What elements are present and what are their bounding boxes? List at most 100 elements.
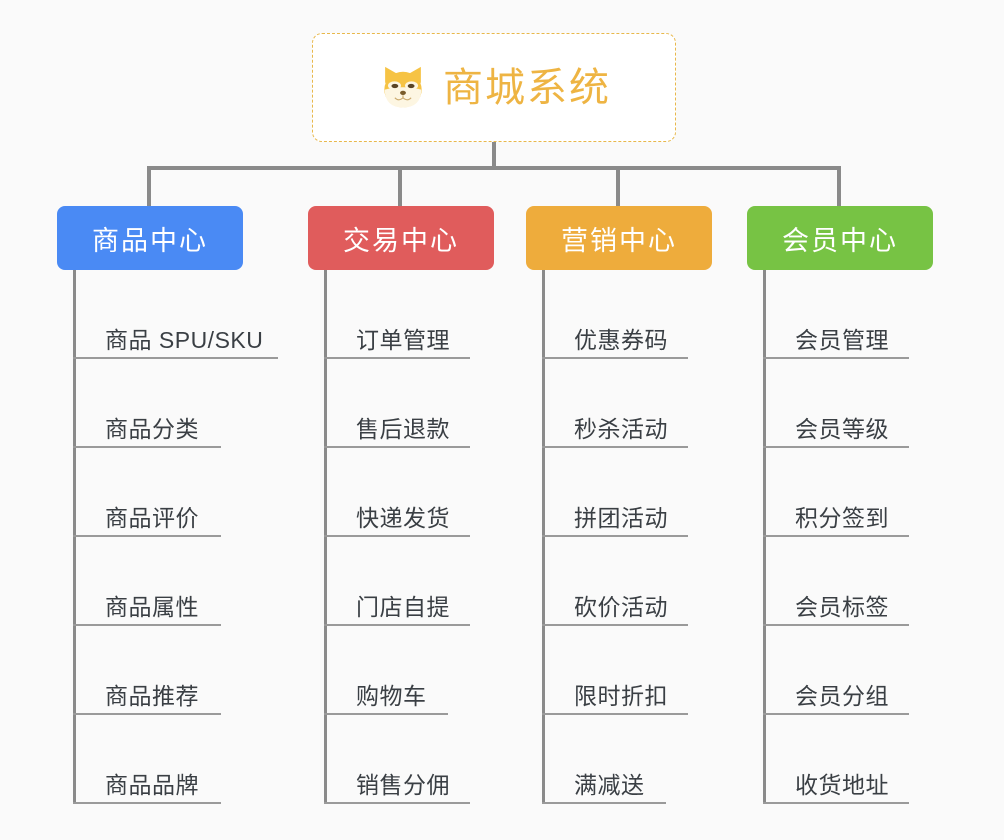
branch-spine — [324, 270, 327, 804]
leaf-label: 砍价活动 — [574, 593, 668, 620]
leaf-label: 积分签到 — [795, 504, 889, 531]
leaf-list-marketing: 优惠券码 秒杀活动 拼团活动 砍价活动 限时折扣 — [542, 270, 712, 804]
connector-drop-4 — [837, 166, 841, 206]
branch-spine — [542, 270, 545, 804]
leaf-item[interactable]: 售后退款 — [324, 359, 494, 448]
leaf-label: 满减送 — [574, 771, 645, 798]
category-box-trade[interactable]: 交易中心 — [308, 206, 494, 270]
leaf-item[interactable]: 商品评价 — [73, 448, 263, 537]
leaf-item[interactable]: 秒杀活动 — [542, 359, 712, 448]
leaf-label: 订单管理 — [356, 326, 450, 353]
leaf-item[interactable]: 商品分类 — [73, 359, 263, 448]
leaf-item[interactable]: 会员分组 — [763, 626, 933, 715]
category-box-marketing[interactable]: 营销中心 — [526, 206, 712, 270]
leaf-label: 优惠券码 — [574, 326, 668, 353]
connector-drop-3 — [616, 166, 620, 206]
leaf-underline — [763, 802, 909, 804]
category-label: 商品中心 — [92, 225, 208, 256]
leaf-list-product: 商品 SPU/SKU 商品分类 商品评价 商品属性 商品推荐 — [73, 270, 278, 804]
leaf-item[interactable]: 购物车 — [324, 626, 494, 715]
leaf-underline — [542, 446, 688, 448]
leaf-underline — [73, 446, 221, 448]
leaf-label: 拼团活动 — [574, 504, 668, 531]
leaf-label: 商品 SPU/SKU — [105, 326, 264, 353]
leaf-underline — [542, 713, 688, 715]
leaf-underline — [763, 713, 909, 715]
connector-bus — [147, 166, 841, 170]
leaf-item[interactable]: 积分签到 — [763, 448, 933, 537]
leaf-label: 秒杀活动 — [574, 415, 668, 442]
leaf-list-member: 会员管理 会员等级 积分签到 会员标签 会员分组 — [763, 270, 933, 804]
connector-drop-1 — [147, 166, 151, 206]
branch-column-member: 会员中心 会员管理 会员等级 积分签到 会员标签 — [747, 206, 933, 804]
leaf-underline — [73, 535, 221, 537]
leaf-label: 限时折扣 — [574, 682, 668, 709]
leaf-item[interactable]: 优惠券码 — [542, 270, 712, 359]
connector-drop-2 — [398, 166, 402, 206]
leaf-item[interactable]: 快递发货 — [324, 448, 494, 537]
leaf-underline — [324, 624, 470, 626]
branch-column-marketing: 营销中心 优惠券码 秒杀活动 拼团活动 砍价活动 — [526, 206, 712, 804]
leaf-item[interactable]: 商品品牌 — [73, 715, 263, 804]
leaf-label: 收货地址 — [795, 771, 889, 798]
branch-column-trade: 交易中心 订单管理 售后退款 快递发货 门店自提 — [308, 206, 494, 804]
leaf-item[interactable]: 拼团活动 — [542, 448, 712, 537]
category-box-member[interactable]: 会员中心 — [747, 206, 933, 270]
leaf-underline — [763, 535, 909, 537]
leaf-label: 商品品牌 — [105, 771, 199, 798]
leaf-item[interactable]: 商品推荐 — [73, 626, 263, 715]
leaf-underline — [73, 624, 221, 626]
connector-stem — [492, 142, 496, 169]
leaf-underline — [324, 446, 470, 448]
leaf-label: 快递发货 — [356, 504, 450, 531]
leaf-label: 商品推荐 — [105, 682, 199, 709]
leaf-item[interactable]: 砍价活动 — [542, 537, 712, 626]
leaf-item[interactable]: 限时折扣 — [542, 626, 712, 715]
branch-spine — [73, 270, 76, 804]
category-label: 会员中心 — [782, 225, 898, 256]
root-node[interactable]: 商城系统 — [312, 33, 676, 142]
leaf-item[interactable]: 销售分佣 — [324, 715, 494, 804]
leaf-underline — [542, 624, 688, 626]
leaf-underline — [763, 624, 909, 626]
leaf-label: 门店自提 — [356, 593, 450, 620]
leaf-underline — [73, 357, 278, 359]
leaf-underline — [542, 357, 688, 359]
leaf-underline — [763, 357, 909, 359]
leaf-underline — [542, 802, 666, 804]
leaf-item[interactable]: 商品属性 — [73, 537, 263, 626]
leaf-label: 会员等级 — [795, 415, 889, 442]
leaf-label: 销售分佣 — [356, 771, 450, 798]
root-title: 商城系统 — [443, 65, 611, 110]
leaf-item[interactable]: 会员管理 — [763, 270, 933, 359]
leaf-underline — [324, 802, 470, 804]
branch-column-product: 商品中心 商品 SPU/SKU 商品分类 商品评价 商品属性 — [57, 206, 278, 804]
leaf-item[interactable]: 门店自提 — [324, 537, 494, 626]
leaf-label: 商品属性 — [105, 593, 199, 620]
leaf-label: 商品评价 — [105, 504, 199, 531]
leaf-underline — [324, 535, 470, 537]
branch-spine — [763, 270, 766, 804]
leaf-list-trade: 订单管理 售后退款 快递发货 门店自提 购物车 — [324, 270, 494, 804]
leaf-underline — [324, 713, 448, 715]
leaf-label: 售后退款 — [356, 415, 450, 442]
category-box-product[interactable]: 商品中心 — [57, 206, 243, 270]
shiba-dog-icon — [384, 66, 422, 107]
leaf-item[interactable]: 满减送 — [542, 715, 712, 804]
leaf-underline — [73, 802, 221, 804]
leaf-label: 商品分类 — [105, 415, 199, 442]
leaf-item[interactable]: 订单管理 — [324, 270, 494, 359]
category-label: 交易中心 — [343, 225, 459, 256]
leaf-label: 会员标签 — [795, 593, 889, 620]
leaf-underline — [324, 357, 470, 359]
leaf-underline — [73, 713, 221, 715]
leaf-item[interactable]: 会员等级 — [763, 359, 933, 448]
leaf-label: 会员分组 — [795, 682, 889, 709]
leaf-label: 购物车 — [356, 682, 427, 709]
leaf-item[interactable]: 商品 SPU/SKU — [73, 270, 278, 359]
leaf-item[interactable]: 会员标签 — [763, 537, 933, 626]
leaf-item[interactable]: 收货地址 — [763, 715, 933, 804]
leaf-underline — [763, 446, 909, 448]
leaf-label: 会员管理 — [795, 326, 889, 353]
